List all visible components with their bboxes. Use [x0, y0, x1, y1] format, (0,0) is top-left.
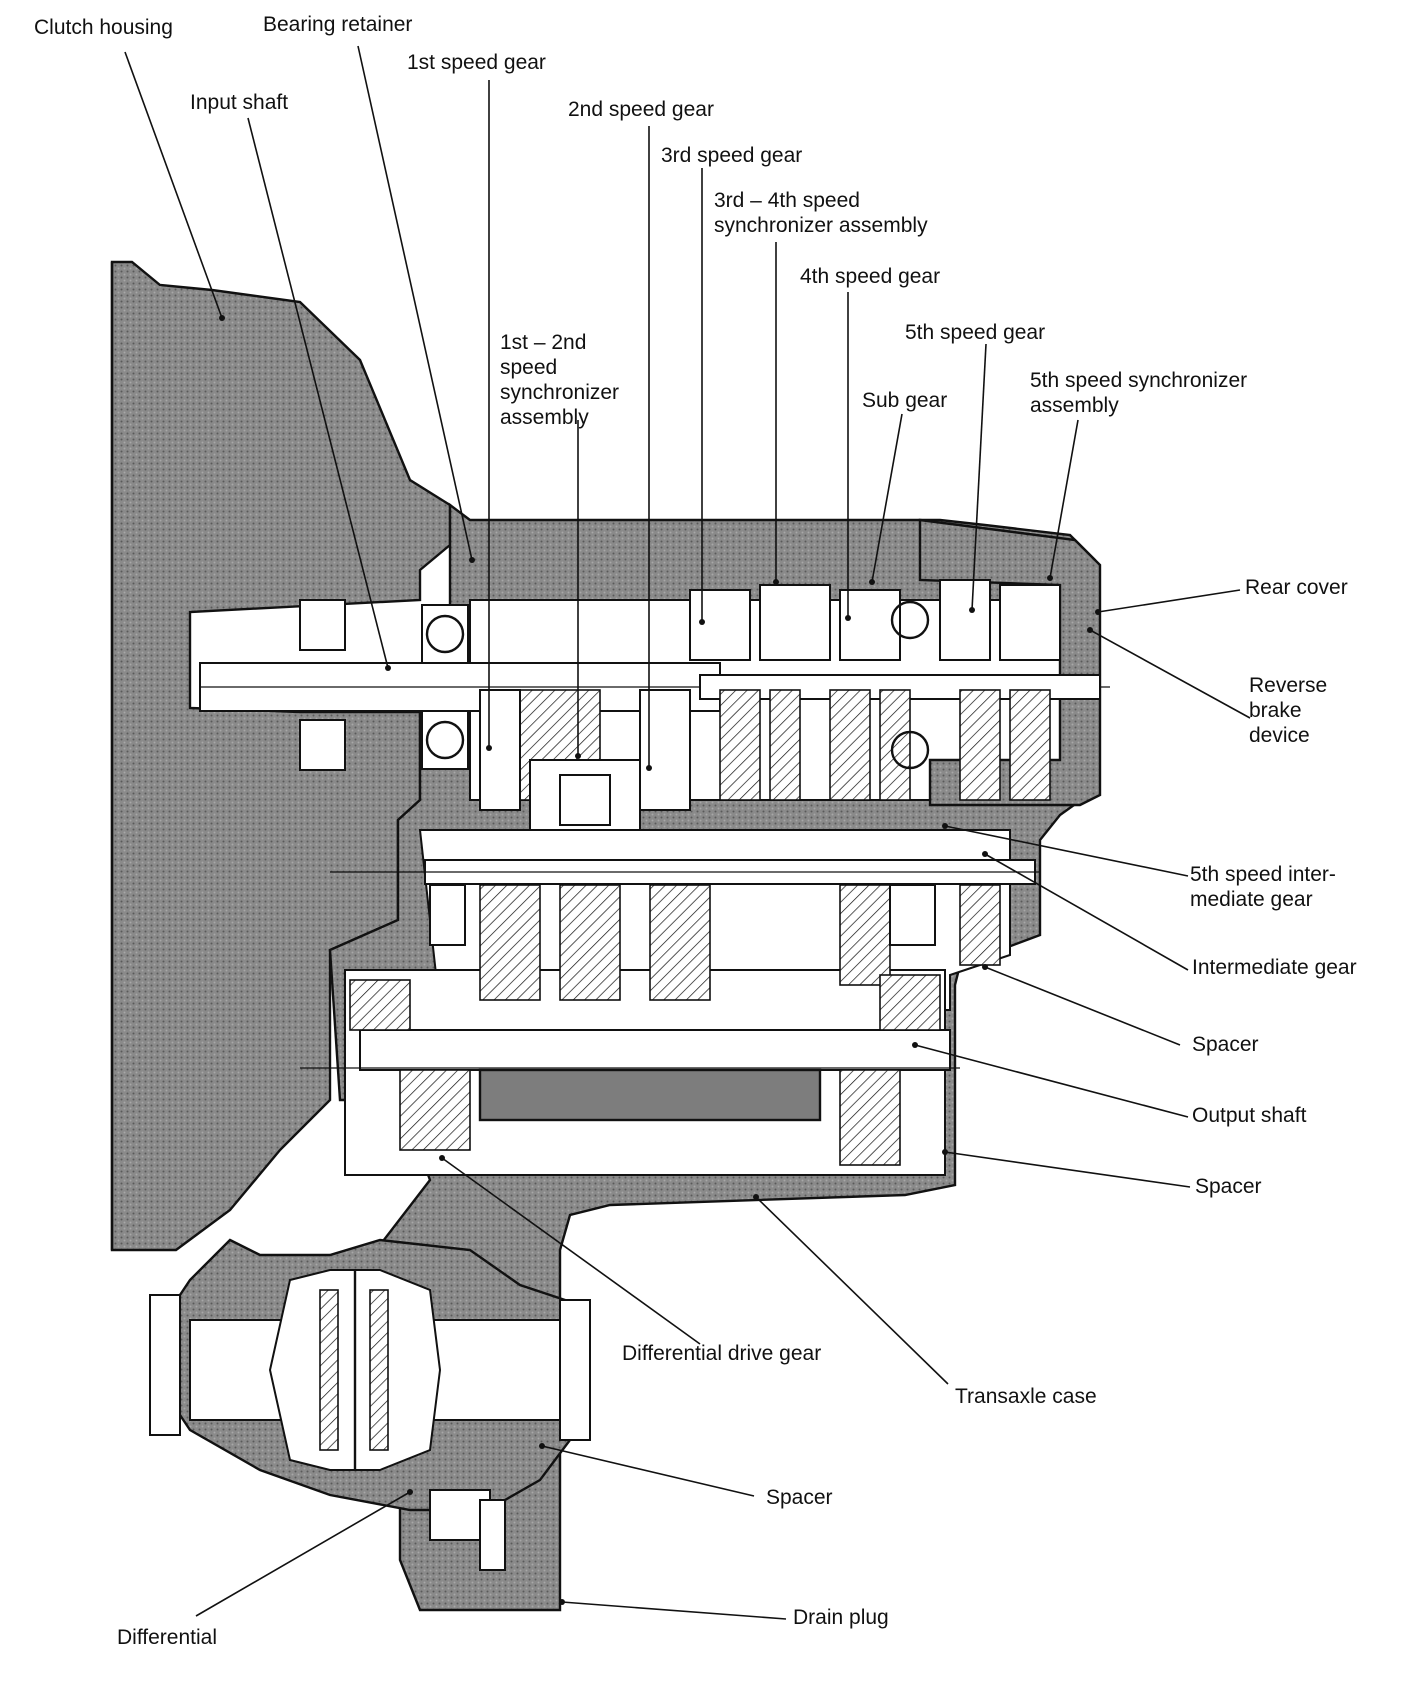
label-3rd-speed-gear: 3rd speed gear	[661, 144, 803, 167]
input-shaft-bearings	[299, 599, 469, 771]
label-1st-2nd-sync: 1st – 2nd speed synchronizer assembly	[500, 331, 620, 429]
first-second-sync-shape	[479, 689, 691, 831]
leader-spacer-1	[984, 966, 1181, 1046]
label-rear-cover: Rear cover	[1245, 576, 1348, 599]
label-spacer-3: Spacer	[766, 1486, 833, 1509]
label-4th-speed-gear: 4th speed gear	[800, 265, 941, 288]
label-drain-plug: Drain plug	[793, 1606, 889, 1629]
leader-5th-intermediate	[944, 825, 1189, 877]
leader-reverse-brake	[1089, 629, 1251, 719]
label-reverse-brake: Reverse brake device	[1249, 674, 1328, 747]
leader-lines	[124, 45, 1251, 1620]
label-output-shaft: Output shaft	[1192, 1104, 1307, 1127]
label-bearing-retainer: Bearing retainer	[263, 13, 413, 36]
intermediate-shaft-shape	[330, 859, 1040, 1001]
leader-clutch-housing	[124, 51, 223, 319]
label-differential-drive-gear: Differential drive gear	[622, 1342, 822, 1365]
label-differential: Differential	[117, 1626, 217, 1649]
leader-transaxle-case	[755, 1196, 949, 1385]
label-transaxle-case: Transaxle case	[955, 1385, 1097, 1408]
rear-cover-shape	[918, 518, 1102, 807]
leader-intermediate-gear	[984, 853, 1189, 971]
leader-spacer-2	[944, 1151, 1191, 1188]
leader-input-shaft	[247, 117, 389, 669]
clutch-housing-shape	[110, 260, 452, 1252]
label-5th-intermediate-gear: 5th speed inter- mediate gear	[1190, 863, 1336, 911]
label-2nd-speed-gear: 2nd speed gear	[568, 98, 714, 121]
leader-sync-5	[1049, 419, 1079, 579]
leader-differential	[195, 1491, 411, 1617]
label-sub-gear: Sub gear	[862, 389, 948, 412]
label-clutch-housing: Clutch housing	[34, 16, 173, 39]
leader-sub-gear	[871, 413, 903, 583]
leader-output-shaft	[914, 1044, 1189, 1118]
output-shaft-shape	[300, 974, 960, 1166]
label-3rd-4th-sync: 3rd – 4th speed synchronizer assembly	[714, 189, 928, 237]
leader-diff-drive-gear	[441, 1157, 701, 1345]
label-1st-speed-gear: 1st speed gear	[407, 51, 546, 74]
leader-drain-plug	[561, 1601, 787, 1620]
differential-shape	[149, 1238, 591, 1571]
main-shaft-gear-stack	[519, 579, 1101, 801]
leader-rear-cover	[1097, 589, 1241, 613]
leader-spacer-3	[541, 1445, 755, 1497]
label-spacer-2: Spacer	[1195, 1175, 1262, 1198]
label-intermediate-gear: Intermediate gear	[1192, 956, 1357, 979]
label-input-shaft: Input shaft	[190, 91, 289, 114]
leader-bearing-retainer	[357, 45, 473, 561]
label-spacer-1: Spacer	[1192, 1033, 1259, 1056]
label-5th-sync: 5th speed synchronizer assembly	[1030, 369, 1248, 417]
leader-end-dots	[219, 315, 1101, 1605]
leader-5th-gear	[971, 343, 987, 611]
label-5th-speed-gear: 5th speed gear	[905, 321, 1046, 344]
